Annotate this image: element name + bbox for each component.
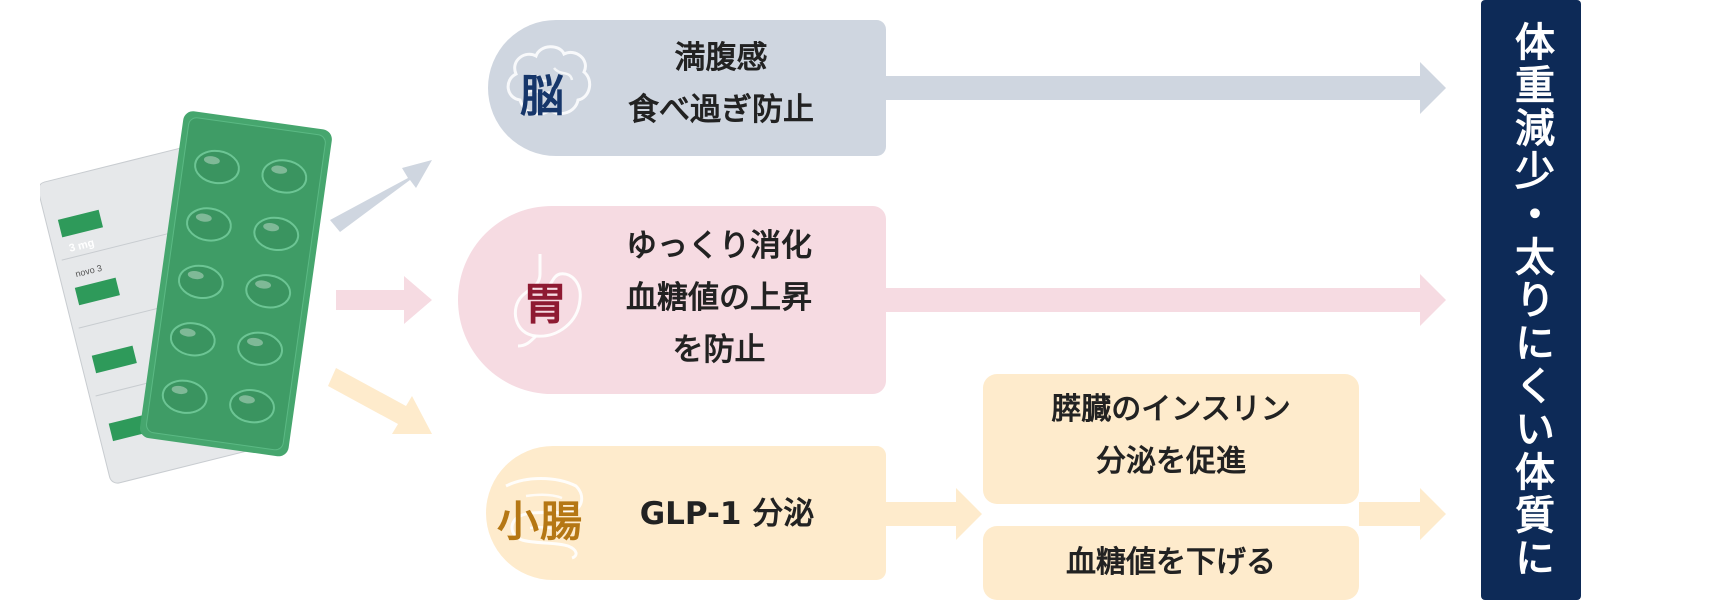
- stomach-effect-line-2: 血糖値の上昇: [626, 280, 812, 316]
- brain-outline-icon: [506, 45, 592, 116]
- arrow-boxes-to-outcome: [1359, 488, 1446, 540]
- arrow-to-stomach: [336, 276, 432, 324]
- pancreas-line-1: 膵臓のインスリン: [1051, 392, 1291, 427]
- brain-effect-line-2: 食べ過ぎ防止: [628, 92, 814, 128]
- intestine-label: 小腸: [497, 497, 584, 546]
- brain-effect-line-1: 満腹感: [674, 40, 768, 76]
- brain-effect-box: [488, 20, 886, 156]
- arrow-to-intestine: [328, 368, 432, 434]
- stomach-effect-box: [458, 206, 886, 394]
- arrow-brain-to-outcome: [886, 62, 1446, 114]
- stomach-effect-line-3: を防止: [672, 332, 766, 368]
- pancreas-insulin-box: 膵臓のインスリン 分泌を促進: [983, 374, 1359, 504]
- stomach-label: 胃: [523, 279, 568, 330]
- lower-glucose-box: 血糖値を下げる: [983, 526, 1359, 600]
- arrow-stomach-to-outcome: [886, 274, 1446, 326]
- outcome-text: 体重減少・太りにくい体質に: [1508, 20, 1554, 580]
- blister-pack-photo: 3 mg novo 3: [40, 111, 332, 484]
- brain-label: 脳: [520, 71, 565, 122]
- intestine-outline-icon: [505, 477, 584, 560]
- stomach-outline-icon: [513, 254, 582, 348]
- arrow-intestine-to-boxes: [886, 488, 982, 540]
- arrow-to-brain: [330, 160, 432, 232]
- stomach-effect-line-1: ゆっくり消化: [626, 228, 812, 264]
- intestine-effect-line-1: GLP-1 分泌: [639, 496, 815, 532]
- pancreas-line-2: 分泌を促進: [1096, 444, 1246, 479]
- outcome-banner: 体重減少・太りにくい体質に: [1481, 0, 1581, 600]
